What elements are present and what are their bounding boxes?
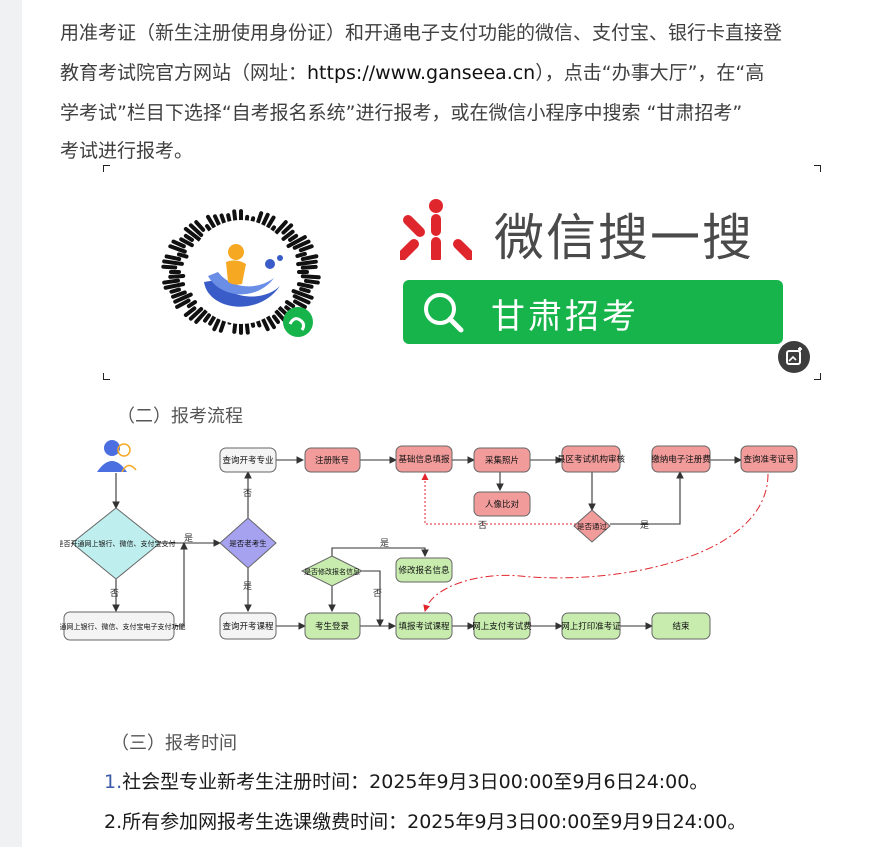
intro-line-3: 学考试”栏目下选择“自考报名系统”进行报考，或在微信小程序中搜索 “甘肃招考” (60, 102, 743, 124)
section-2-title: （二）报考流程 (117, 406, 243, 427)
official-url[interactable]: https://www.ganseea.cn (307, 62, 536, 84)
flow-label-yes-4: 是 (640, 520, 649, 530)
svg-text:是否老考生: 是否老考生 (229, 538, 267, 548)
node-login: 考生登录 (304, 612, 361, 640)
person-icon (97, 440, 137, 473)
schedule-item-1-number: 1. (104, 771, 123, 793)
node-county-review: 县区考试机构审核 (557, 445, 626, 473)
node-pay-online: 网上支付考试费 (472, 612, 532, 640)
wechat-search-logo-icon (400, 199, 472, 260)
search-icon (424, 293, 464, 333)
left-gutter (0, 0, 22, 847)
search-bar: 甘肃招考 (403, 280, 783, 344)
intro-line-2: 教育考试院官方网站（网址：https://www.ganseea.cn），点击“… (60, 58, 764, 85)
svg-text:采集照片: 采集照片 (485, 455, 519, 465)
search-term: 甘肃招考 (491, 297, 639, 337)
node-query-ticket: 查询准考证号 (740, 445, 798, 473)
node-query-course: 查询开考课程 (219, 612, 277, 640)
node-face-compare: 人像比对 (473, 491, 531, 517)
wechat-search-banner: 微信搜一搜 甘肃招考 (103, 165, 821, 380)
svg-text:网上支付考试费: 网上支付考试费 (472, 621, 532, 631)
svg-text:注册账号: 注册账号 (315, 455, 349, 465)
node-modify-info: 修改报名信息 (395, 557, 453, 583)
svg-text:考生登录: 考生登录 (315, 621, 350, 631)
node-open-payment: 是否开通网上银行、微信、支付宝支付 (60, 507, 176, 580)
image-edit-icon (786, 347, 802, 365)
svg-text:填报考试课程: 填报考试课程 (398, 621, 450, 631)
node-basic-info: 基础信息填报 (395, 445, 453, 473)
svg-text:查询开考专业: 查询开考专业 (222, 455, 273, 465)
svg-text:结束: 结束 (672, 621, 690, 631)
svg-text:是否修改报名信息: 是否修改报名信息 (304, 567, 360, 576)
schedule-item-2: 2.所有参加网报考生选课缴费时间：2025年9月3日00:00至9月9日24:0… (104, 811, 747, 833)
node-query-major: 查询开考专业 (219, 447, 277, 473)
node-enable-payment: 开通网上银行、微信、支付宝电子支付功能 (60, 611, 186, 641)
svg-text:是否通过: 是否通过 (577, 521, 607, 531)
node-end: 结束 (651, 612, 711, 640)
schedule-item-1: 1.社会型专业新考生注册时间：2025年9月3日00:00至9月6日24:00。 (104, 767, 708, 794)
wechat-search-label: 微信搜一搜 (494, 209, 754, 267)
node-pay-register: 缴纳电子注册费 (651, 445, 711, 473)
section-3-title: （三）报考时间 (111, 733, 237, 754)
svg-text:查询准考证号: 查询准考证号 (743, 454, 794, 464)
image-edit-button[interactable] (778, 341, 810, 373)
mini-program-code-icon (161, 209, 321, 337)
svg-text:人像比对: 人像比对 (485, 499, 520, 509)
intro-line-1: 用准考证（新生注册使用身份证）和开通电子支付功能的微信、支付宝、银行卡直接登 (60, 22, 783, 44)
svg-text:开通网上银行、微信、支付宝电子支付功能: 开通网上银行、微信、支付宝电子支付功能 (60, 622, 186, 631)
svg-text:基础信息填报: 基础信息填报 (398, 454, 450, 464)
flow-label-yes-2: 是 (243, 581, 252, 591)
node-new-candidate: 是否老考生 (219, 517, 277, 569)
node-modify-info-q: 是否修改报名信息 (300, 555, 364, 587)
intro-line-2-a: 教育考试院官方网站（网址： (60, 62, 308, 84)
flow-label-yes-1: 是 (184, 533, 193, 543)
flow-label-no-3: 否 (373, 588, 382, 598)
node-passed: 是否通过 (573, 509, 611, 543)
registration-flowchart: 是 否 否 是 是 否 否 是 查询开考专业 注册账号 基础信息填报 采集照片 (60, 440, 798, 641)
svg-text:网上打印准考证: 网上打印准考证 (561, 621, 621, 631)
svg-text:修改报名信息: 修改报名信息 (398, 565, 450, 575)
node-photo: 采集照片 (473, 447, 531, 473)
svg-text:缴纳电子注册费: 缴纳电子注册费 (651, 454, 711, 464)
svg-text:县区考试机构审核: 县区考试机构审核 (557, 454, 626, 464)
schedule-item-1-text: 社会型专业新考生注册时间：2025年9月3日00:00至9月6日24:00。 (122, 771, 709, 793)
flow-label-no-2: 否 (243, 488, 252, 498)
flow-label-no-4: 否 (478, 520, 487, 530)
node-fill-course: 填报考试课程 (395, 612, 453, 640)
flow-label-no-1: 否 (110, 588, 119, 598)
intro-line-4: 考试进行报考。 (60, 140, 194, 162)
intro-line-2-b: ），点击“办事大厅”，在“高 (535, 62, 765, 84)
svg-text:是否开通网上银行、微信、支付宝支付: 是否开通网上银行、微信、支付宝支付 (60, 539, 176, 548)
svg-text:查询开考课程: 查询开考课程 (222, 621, 274, 631)
node-register-account: 注册账号 (304, 447, 361, 473)
node-print-ticket: 网上打印准考证 (561, 612, 621, 640)
flow-label-yes-3: 是 (380, 538, 389, 548)
